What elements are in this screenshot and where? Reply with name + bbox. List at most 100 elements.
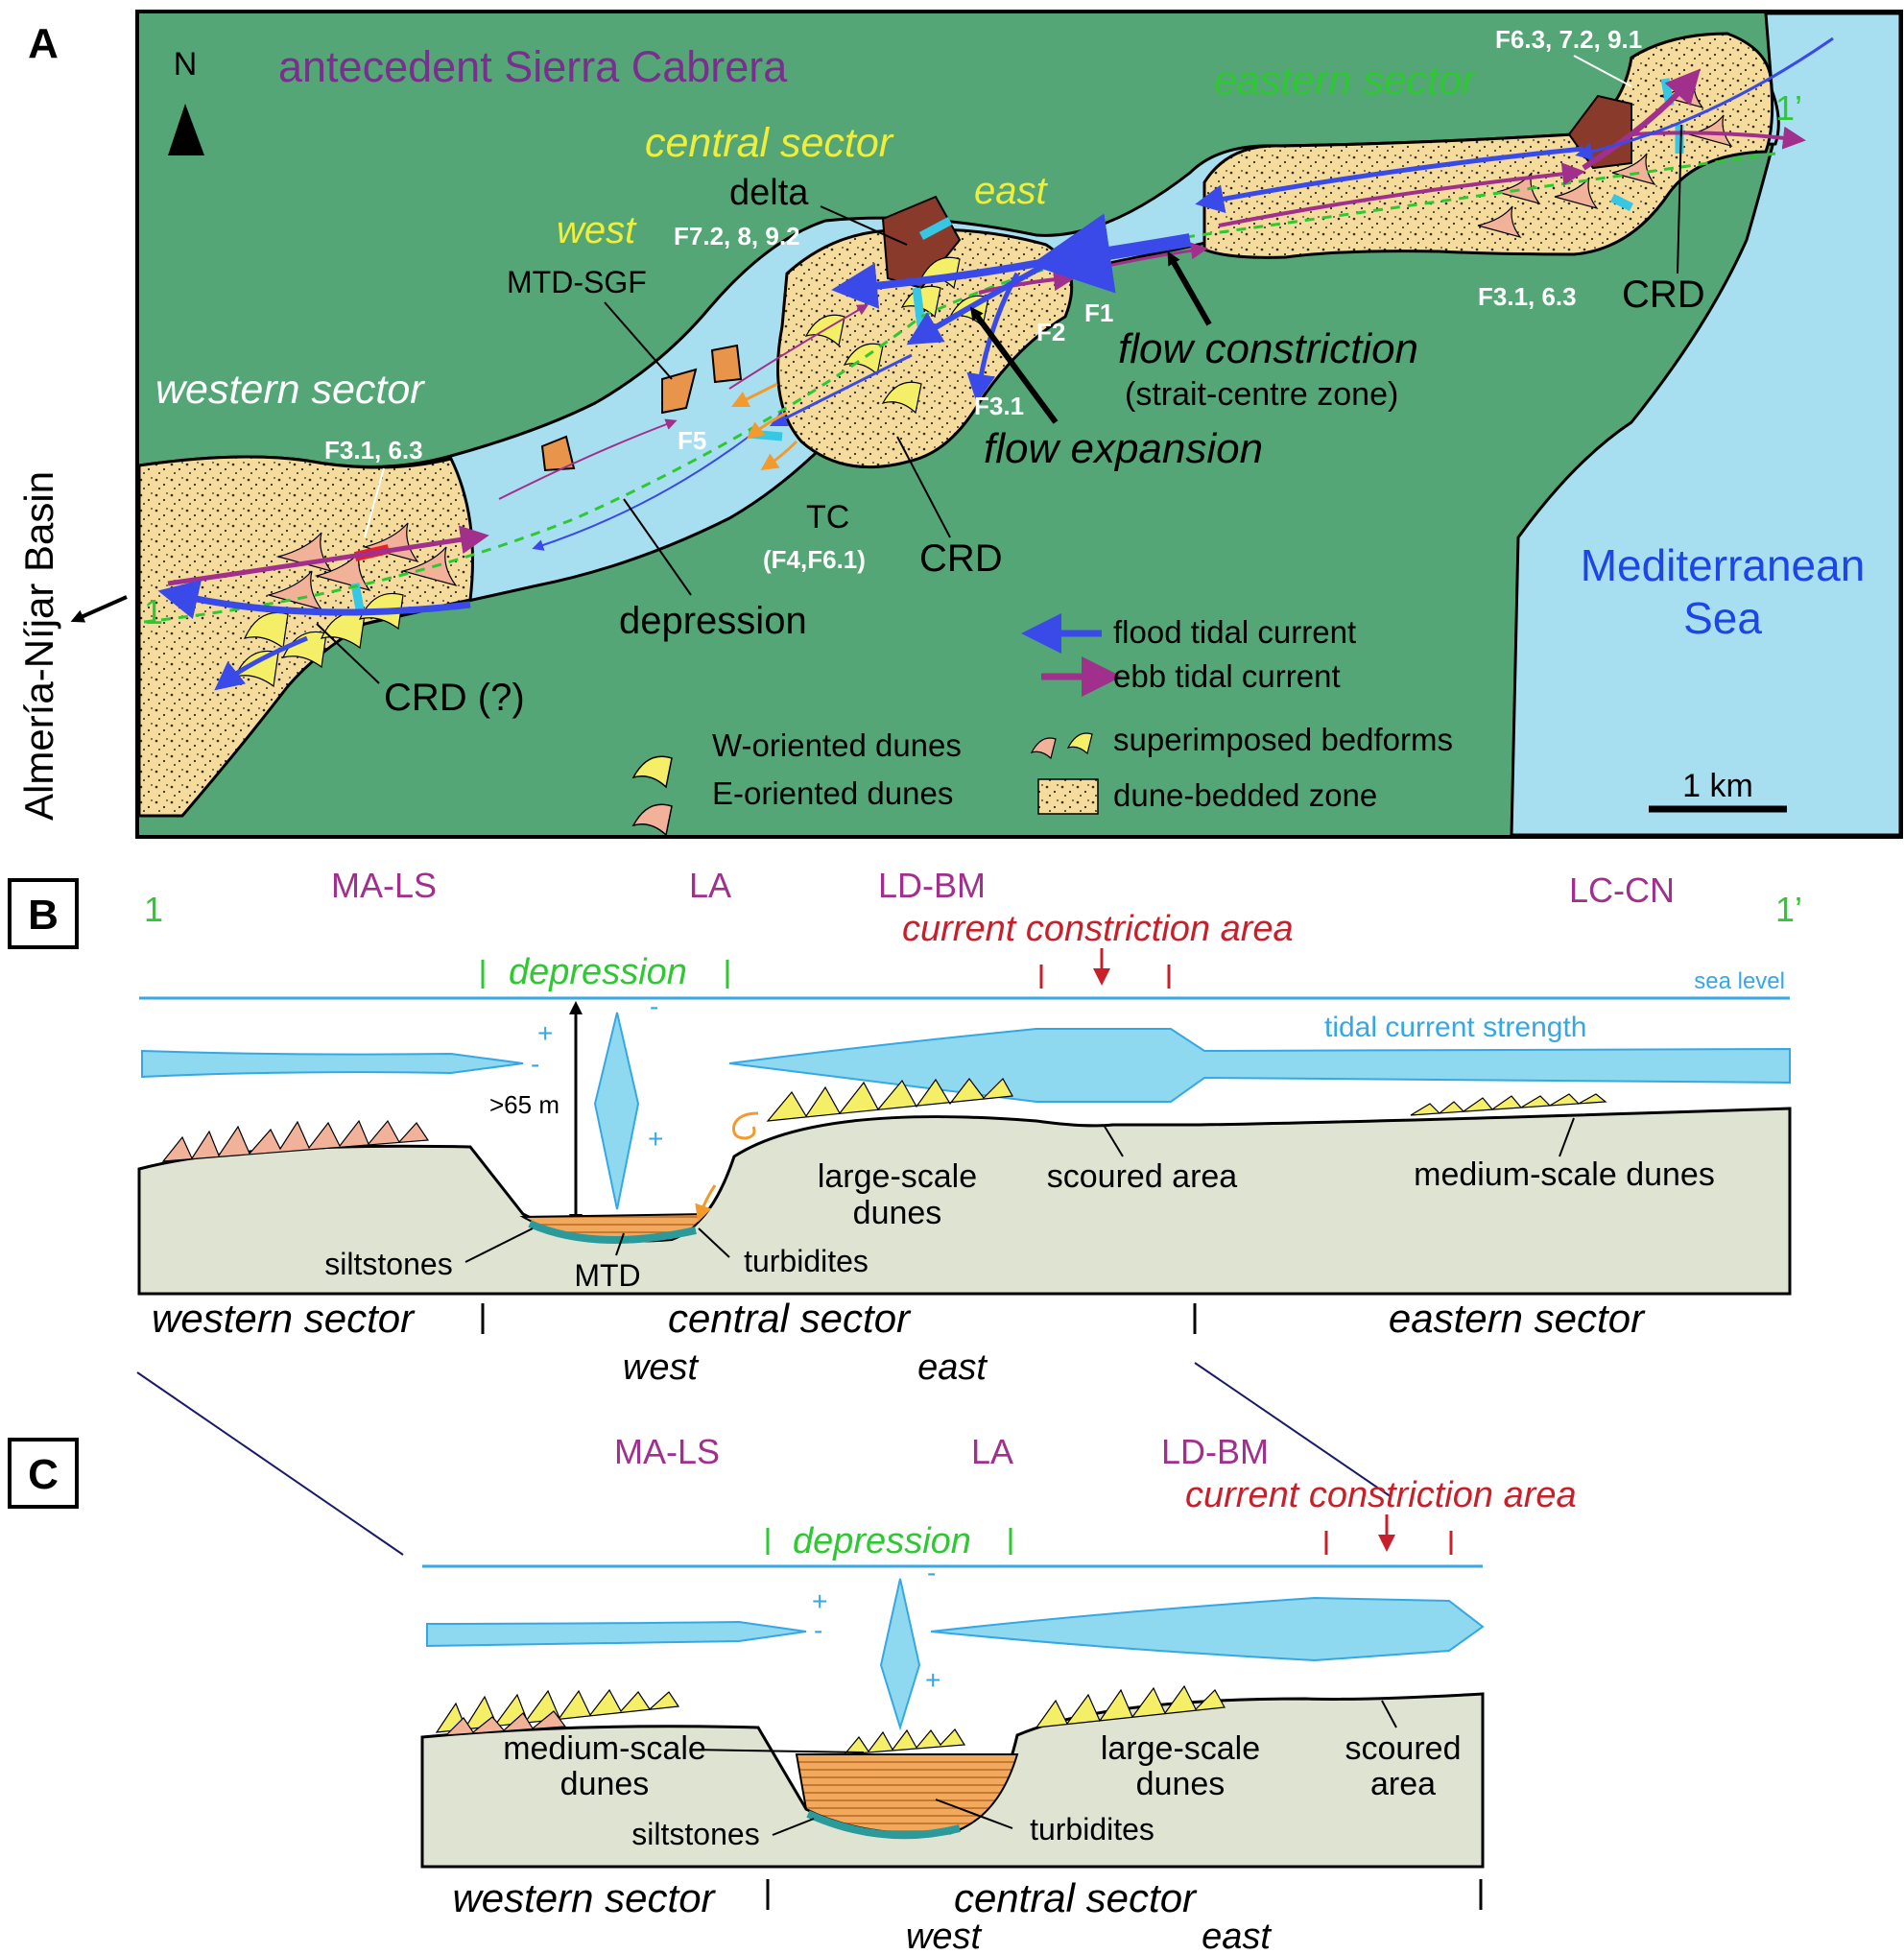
b-large-2: dunes	[853, 1195, 942, 1231]
c-central: central sector	[954, 1875, 1198, 1920]
c-la: LA	[971, 1432, 1013, 1471]
c-spindle-east	[930, 1596, 1485, 1662]
label-western-sector: western sector	[155, 367, 425, 413]
mtd-blob-3	[540, 435, 576, 472]
flood-currents	[157, 36, 1834, 691]
label-sierra: antecedent Sierra Cabrera	[278, 42, 788, 91]
b-ld-bm: LD-BM	[878, 866, 986, 905]
leader-mtd-sgf	[604, 301, 673, 380]
label-f1: F1	[1084, 298, 1113, 327]
leader-crd-east	[1677, 124, 1682, 274]
label-mediterranean-1: Mediterranean	[1581, 540, 1866, 590]
panel-c-section: C MA-LS LA LD-BM current constriction ar…	[8, 1432, 1577, 1954]
label-f5: F5	[678, 426, 706, 455]
legend-flood: flood tidal current	[1113, 614, 1356, 650]
panel-b-section: B 1 1’ MA-LS LA LD-BM LC-CN current cons…	[8, 866, 1802, 1556]
leader-crd-central	[896, 436, 951, 538]
b-lc-cn: LC-CN	[1569, 870, 1675, 910]
label-f63-top: F6.3, 7.2, 9.1	[1495, 25, 1642, 54]
panel-c-label: C	[28, 1451, 59, 1498]
leader-f31-west	[364, 467, 385, 538]
label-point-1p: 1’	[1775, 88, 1802, 128]
label-f72: F7.2, 8, 9.2	[674, 222, 800, 250]
b-spindle-west	[141, 1049, 524, 1079]
c-ld-bm: LD-BM	[1161, 1432, 1269, 1471]
b-dunes	[161, 1078, 1607, 1162]
b-constriction: current constriction area	[902, 909, 1294, 949]
label-f2: F2	[1036, 318, 1065, 346]
legend-ebb: ebb tidal current	[1113, 658, 1341, 694]
b-bedrock	[137, 1107, 1792, 1296]
b-spindle-depression	[593, 1012, 640, 1210]
b-minus-2: -	[650, 991, 658, 1021]
north-label: N	[174, 46, 198, 83]
c-plus-2: +	[925, 1665, 940, 1695]
c-minus-1: -	[814, 1615, 822, 1645]
c-medium-1: medium-scale	[503, 1730, 706, 1767]
c-ma-ls: MA-LS	[614, 1432, 720, 1471]
b-vortex-icon	[732, 1111, 759, 1140]
b-plus-1: +	[537, 1018, 553, 1048]
label-point-1: 1	[144, 592, 163, 631]
panel-b-label: B	[28, 892, 59, 939]
c-spindle-west	[426, 1620, 807, 1648]
north-arrow-icon	[168, 104, 204, 155]
arrow-flow-expansion	[969, 306, 1059, 424]
c-depression: depression	[793, 1521, 971, 1561]
label-east: east	[974, 170, 1048, 212]
panel-a-label: A	[28, 20, 59, 67]
legend-e-dunes: E-oriented dunes	[712, 775, 953, 811]
section-line	[143, 152, 1776, 624]
b-siltstones: siltstones	[324, 1247, 452, 1281]
mediterranean-sea-area	[1510, 12, 1902, 837]
leader-f63	[1573, 55, 1632, 87]
label-f31-east: F3.1, 6.3	[1478, 282, 1577, 311]
b-spindle-east	[728, 1028, 1791, 1103]
b-east: east	[917, 1347, 988, 1388]
label-basin: Almería-Níjar Basin	[16, 471, 61, 821]
label-tc: TC	[806, 499, 849, 536]
label-crd-central: CRD	[919, 537, 1003, 580]
label-f31: F3.1	[974, 392, 1024, 420]
c-large-2: dunes	[1136, 1766, 1226, 1802]
arrow-flow-constriction	[1167, 250, 1212, 326]
b-ma-ls: MA-LS	[331, 866, 437, 905]
legend-superimposed: superimposed bedforms	[1113, 722, 1453, 757]
c-siltstones: siltstones	[631, 1817, 759, 1851]
arrow-basin	[70, 595, 128, 623]
label-tc-sub: (F4,F6.1)	[763, 545, 866, 574]
c-plus-1: +	[812, 1586, 827, 1616]
b-depth: >65 m	[489, 1090, 559, 1119]
label-central-sector: central sector	[645, 120, 894, 166]
panel-a-map: N A antecedent Sierra Cabrera central se…	[16, 10, 1903, 839]
b-minus-1: -	[531, 1049, 539, 1079]
c-west: west	[906, 1917, 983, 1954]
ebb-currents	[167, 68, 1806, 586]
orange-currents	[730, 382, 798, 470]
b-mtd: MTD	[574, 1258, 640, 1293]
legend-dune-zone: dune-bedded zone	[1113, 777, 1377, 813]
b-central: central sector	[668, 1296, 912, 1341]
label-crd-east: CRD	[1622, 274, 1705, 316]
label-flow-expansion: flow expansion	[984, 425, 1263, 472]
c-scoured-2: area	[1370, 1766, 1436, 1802]
mtd-blob-2	[710, 344, 743, 384]
b-scoured: scoured area	[1047, 1158, 1238, 1195]
label-delta: delta	[729, 173, 809, 213]
label-mediterranean-2: Sea	[1683, 593, 1762, 643]
c-dunes	[435, 1684, 1226, 1755]
b-plus-2: +	[648, 1124, 663, 1154]
leader-crd-west	[316, 623, 380, 684]
c-minus-2: -	[927, 1558, 936, 1587]
c-scoured-1: scoured	[1345, 1730, 1462, 1767]
b-point-1: 1	[144, 890, 163, 929]
b-medium: medium-scale dunes	[1414, 1156, 1715, 1193]
label-f31-west: F3.1, 6.3	[324, 436, 423, 465]
c-medium-2: dunes	[560, 1766, 650, 1802]
c-spindle-depression	[879, 1578, 921, 1731]
label-west: west	[557, 209, 637, 251]
c-turbidites: turbidites	[1030, 1812, 1154, 1847]
label-eastern-sector: eastern sector	[1214, 58, 1477, 104]
b-large-1: large-scale	[818, 1158, 977, 1195]
label-flow-constriction: flow constriction	[1118, 325, 1418, 372]
